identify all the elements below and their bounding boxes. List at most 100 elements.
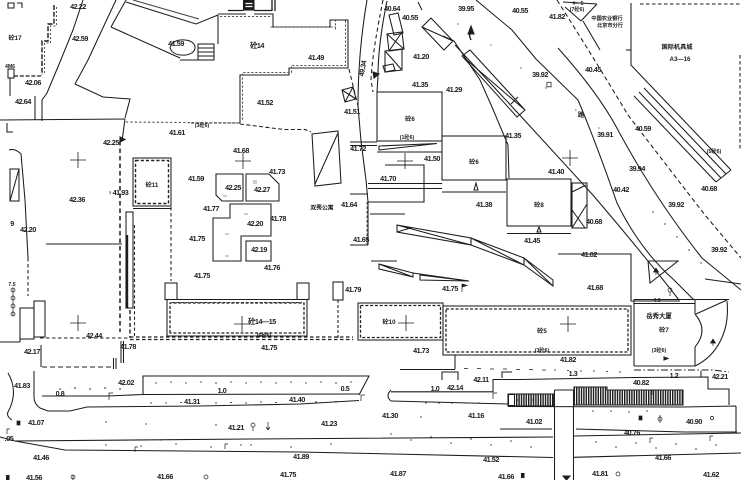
svg-text:41.52: 41.52 <box>483 455 499 464</box>
svg-text:4.0: 4.0 <box>653 298 660 304</box>
svg-text:双秀公寓: 双秀公寓 <box>309 204 333 212</box>
svg-text:砼6: 砼6 <box>405 115 415 123</box>
svg-text:41.75: 41.75 <box>189 234 205 243</box>
svg-text:0.8: 0.8 <box>56 389 65 398</box>
svg-text:A3—16: A3—16 <box>670 56 692 63</box>
svg-text:41.50: 41.50 <box>424 154 440 163</box>
svg-text:42.14: 42.14 <box>447 383 463 392</box>
svg-text:41.38: 41.38 <box>476 200 492 209</box>
svg-text:♀41.93: ♀41.93 <box>108 188 129 197</box>
svg-text:40.64: 40.64 <box>384 4 400 13</box>
svg-text:41.59: 41.59 <box>168 39 184 48</box>
svg-text:41.64: 41.64 <box>341 200 357 209</box>
svg-text:41.49: 41.49 <box>308 53 324 62</box>
svg-text:41.56: 41.56 <box>26 473 42 480</box>
svg-text:(6砼6): (6砼6) <box>257 331 272 339</box>
svg-text:41.35: 41.35 <box>412 80 428 89</box>
svg-text:41.02: 41.02 <box>581 250 597 259</box>
svg-text:40.90: 40.90 <box>686 417 702 426</box>
svg-text:42.25: 42.25 <box>103 138 119 147</box>
svg-text:#—5: #—5 <box>573 1 584 7</box>
svg-text:41.40: 41.40 <box>548 167 564 176</box>
svg-text:41.46: 41.46 <box>33 453 49 462</box>
svg-text:砼7: 砼7 <box>659 326 669 334</box>
svg-text:国际机具城: 国际机具城 <box>662 43 694 51</box>
svg-text:40.68: 40.68 <box>586 217 602 226</box>
svg-text:41.66: 41.66 <box>498 472 514 480</box>
svg-text:40.59: 40.59 <box>635 124 651 133</box>
svg-text:41.52: 41.52 <box>257 98 273 107</box>
svg-text:39.91: 39.91 <box>597 130 613 139</box>
svg-text:41.29: 41.29 <box>446 85 462 94</box>
svg-text:41.68: 41.68 <box>587 283 603 292</box>
svg-text:41.68: 41.68 <box>233 146 249 155</box>
svg-text:砼5: 砼5 <box>537 327 547 335</box>
svg-text:9: 9 <box>10 219 14 228</box>
svg-text:砼14: 砼14 <box>250 41 264 50</box>
svg-text:42.02: 42.02 <box>118 378 134 387</box>
svg-text:40.42: 40.42 <box>613 185 629 194</box>
svg-text:42.20: 42.20 <box>247 219 263 228</box>
svg-text:41.78: 41.78 <box>270 214 286 223</box>
svg-text:41.02: 41.02 <box>526 417 542 426</box>
svg-text:41.89: 41.89 <box>293 452 309 461</box>
svg-text:砼11: 砼11 <box>146 181 159 189</box>
svg-text:42.25: 42.25 <box>225 183 241 192</box>
svg-text:41.75: 41.75 <box>280 470 296 479</box>
svg-text:42.11: 42.11 <box>473 375 489 384</box>
svg-text:41.75: 41.75 <box>442 284 458 293</box>
svg-text:39.92: 39.92 <box>711 245 727 254</box>
svg-text:41.79: 41.79 <box>345 285 361 294</box>
svg-text:42.21: 42.21 <box>712 372 728 381</box>
svg-text:41.66: 41.66 <box>655 453 671 462</box>
svg-text:北京市分行: 北京市分行 <box>597 21 624 29</box>
svg-text:41.76: 41.76 <box>264 263 280 272</box>
svg-text:1.0: 1.0 <box>218 386 227 395</box>
svg-text:41.30: 41.30 <box>382 411 398 420</box>
svg-text:40.68: 40.68 <box>701 184 717 193</box>
svg-text:1.2: 1.2 <box>670 371 679 380</box>
svg-text:1.0: 1.0 <box>431 384 440 393</box>
svg-text:(3砼6): (3砼6) <box>195 121 210 129</box>
svg-text:41.51: 41.51 <box>344 107 360 116</box>
svg-text:砼17: 砼17 <box>8 34 22 42</box>
svg-text:42.19: 42.19 <box>251 245 267 254</box>
svg-text:41.59: 41.59 <box>188 174 204 183</box>
svg-text:42.36: 42.36 <box>69 195 85 204</box>
svg-text:40.76: 40.76 <box>624 428 640 437</box>
svg-text:41.31: 41.31 <box>184 397 200 406</box>
svg-text:41.23: 41.23 <box>321 419 337 428</box>
svg-text:40.45: 40.45 <box>585 65 601 74</box>
svg-text:砼6: 砼6 <box>469 158 479 166</box>
svg-text:7.5: 7.5 <box>8 282 15 288</box>
svg-text:41.83: 41.83 <box>14 381 30 390</box>
svg-text:42.59: 42.59 <box>72 34 88 43</box>
svg-text:41.65: 41.65 <box>353 235 369 244</box>
svg-text:41.21: 41.21 <box>228 423 244 432</box>
svg-text:41.87: 41.87 <box>390 469 406 478</box>
svg-text:41.78: 41.78 <box>120 342 136 351</box>
svg-text:42.17: 42.17 <box>24 347 40 356</box>
svg-text:41.16: 41.16 <box>468 411 484 420</box>
svg-text:42.27: 42.27 <box>254 185 270 194</box>
svg-text:42.06: 42.06 <box>25 78 41 87</box>
svg-text:中国农业银行: 中国农业银行 <box>591 14 623 22</box>
svg-text:41.40: 41.40 <box>289 395 305 404</box>
svg-text:39.92: 39.92 <box>668 200 684 209</box>
svg-text:42.64: 42.64 <box>15 97 31 106</box>
svg-text:1.3: 1.3 <box>569 369 578 378</box>
svg-text:39.92: 39.92 <box>532 70 548 79</box>
svg-text:41.75: 41.75 <box>194 271 210 280</box>
svg-text:41.20: 41.20 <box>413 52 429 61</box>
svg-text:41.07: 41.07 <box>28 418 44 427</box>
svg-text:42.22: 42.22 <box>70 2 86 11</box>
svg-text:(1砼6): (1砼6) <box>400 133 415 141</box>
svg-text:40.55: 40.55 <box>512 6 528 15</box>
svg-text:(3砼6): (3砼6) <box>652 346 667 354</box>
svg-text:砼8: 砼8 <box>534 201 544 209</box>
svg-text:41.61: 41.61 <box>169 128 185 137</box>
svg-text:岳秀大厦: 岳秀大厦 <box>646 311 672 320</box>
svg-text:39.94: 39.94 <box>629 164 645 173</box>
svg-text:4M6: 4M6 <box>5 64 15 70</box>
svg-text:41.62: 41.62 <box>703 470 719 479</box>
